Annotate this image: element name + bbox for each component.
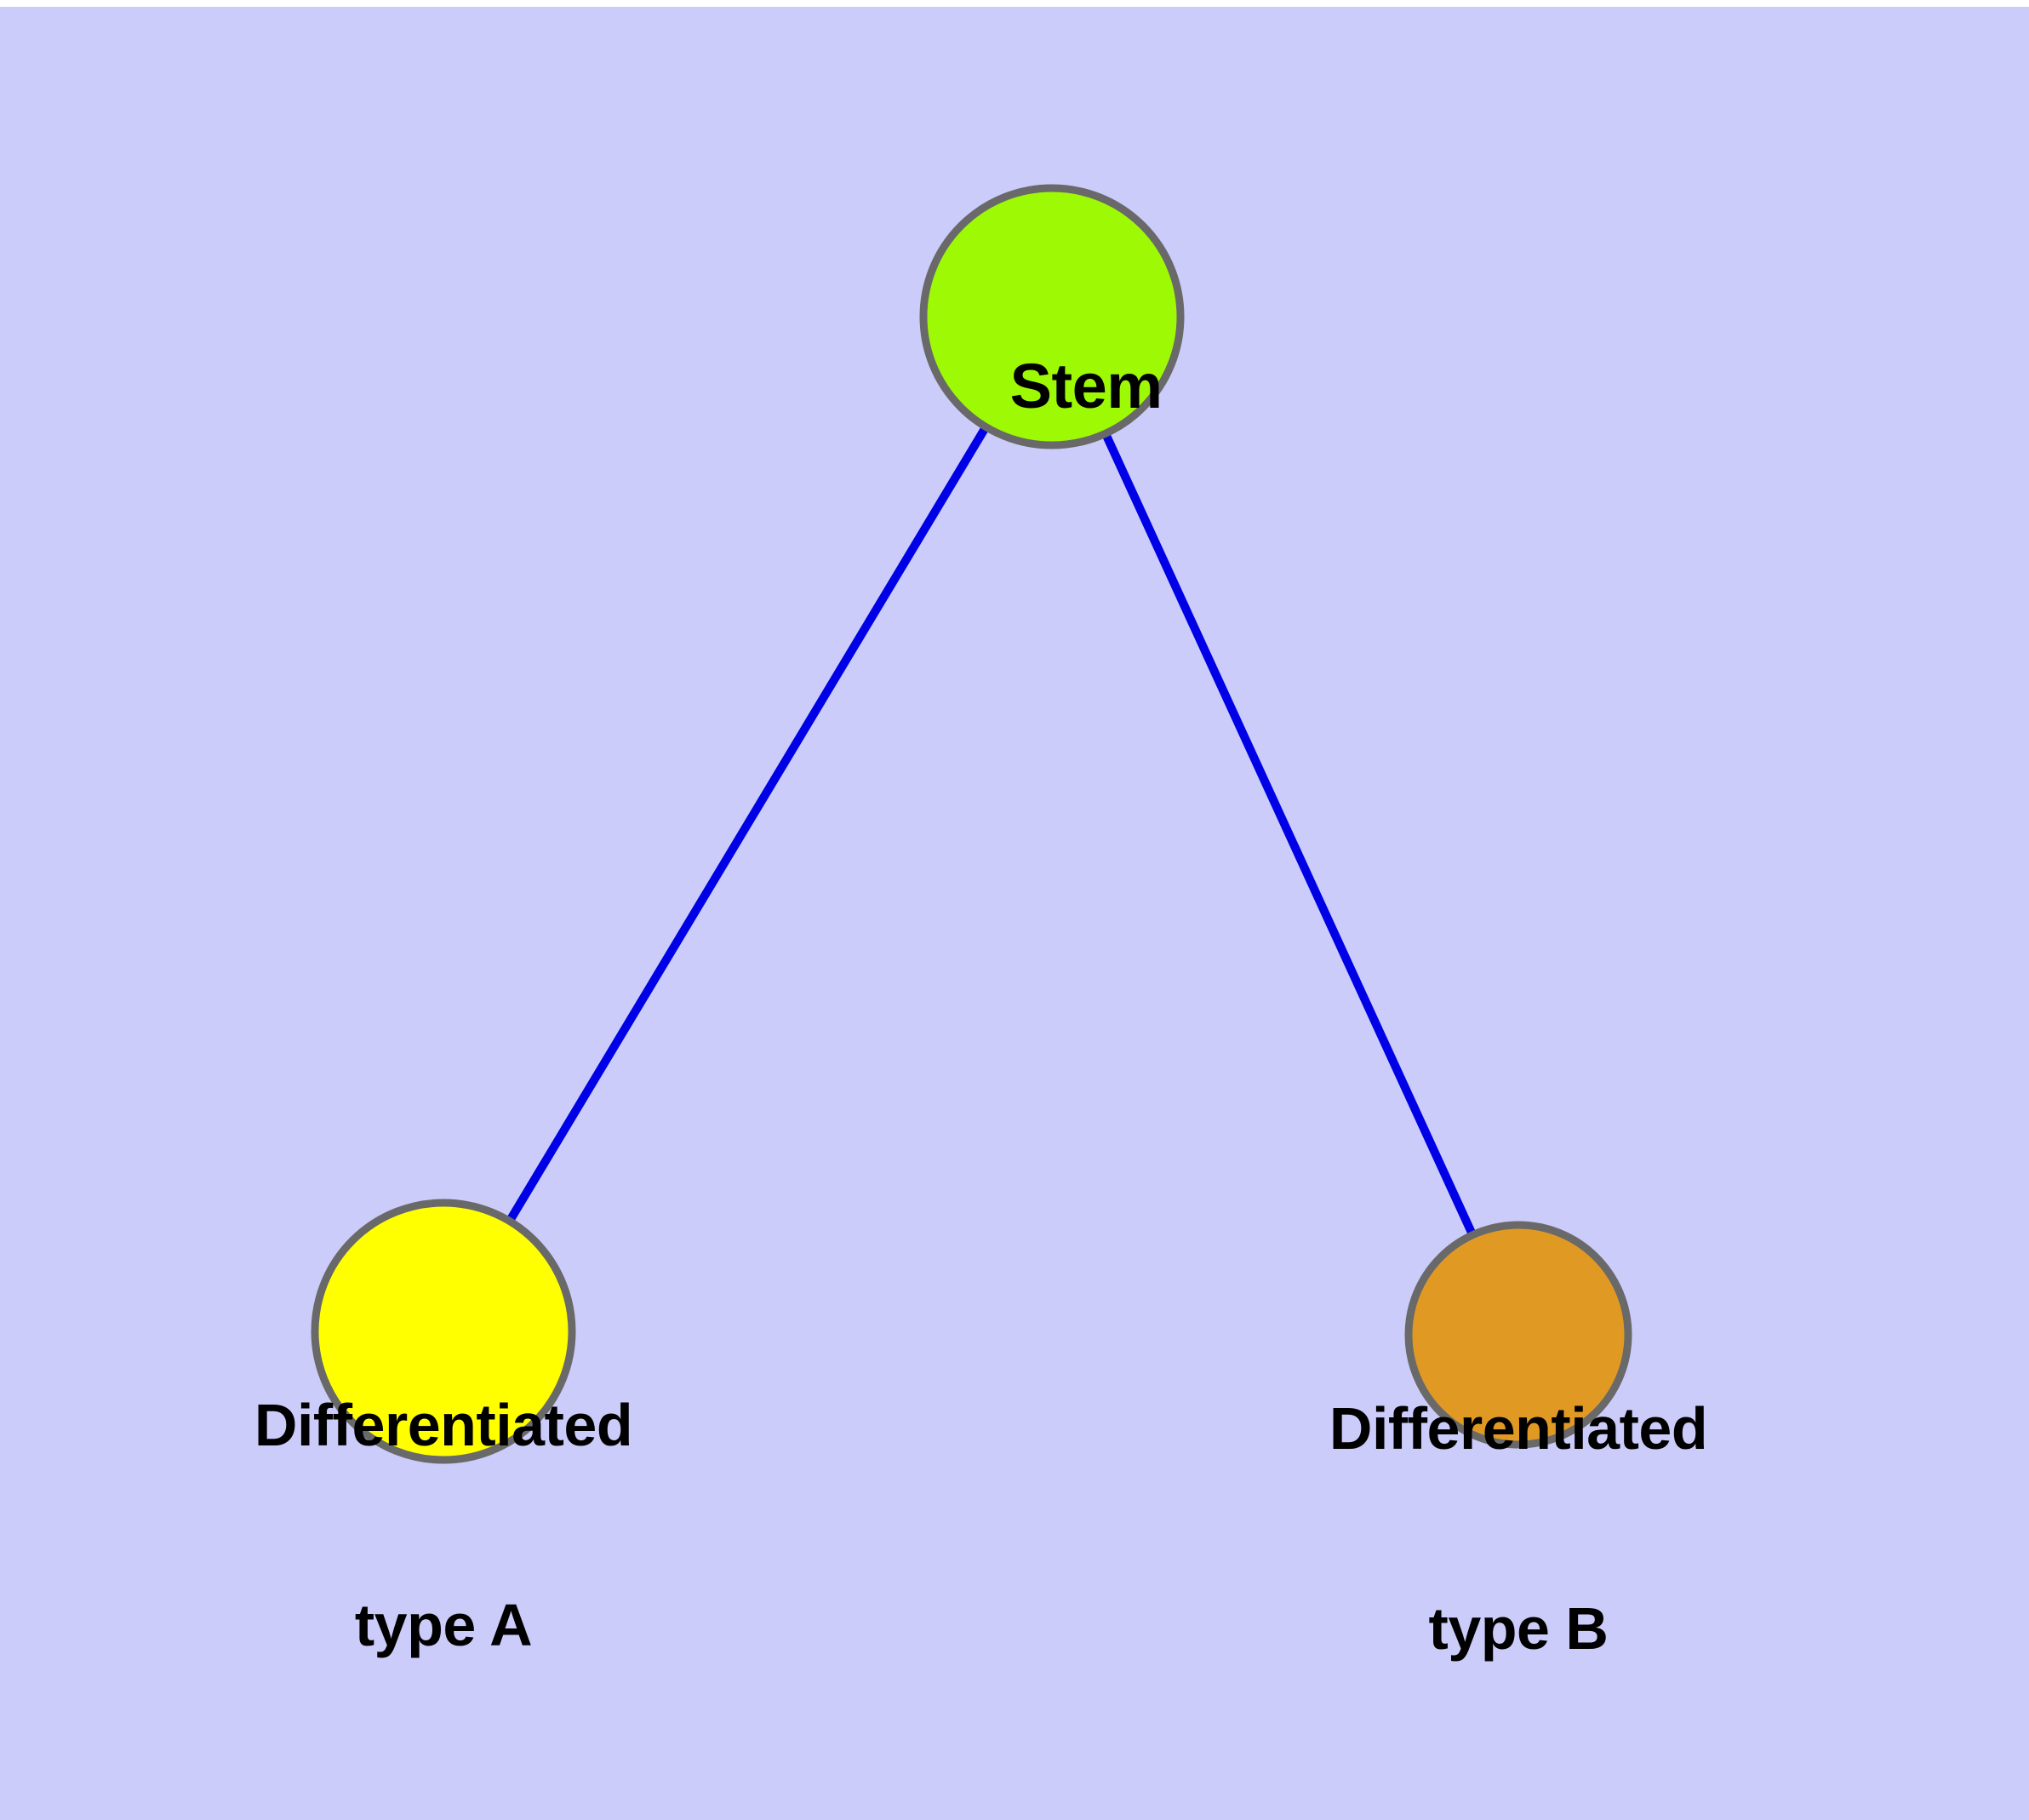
edge-stem-to-diff-b[interactable] <box>1101 432 1477 1237</box>
edge-layer <box>506 424 1477 1237</box>
node-differentiated-type-a[interactable] <box>311 1199 576 1464</box>
node-layer <box>311 184 1632 1464</box>
node-differentiated-type-b[interactable] <box>1404 1221 1632 1449</box>
node-stem[interactable] <box>919 184 1185 449</box>
edge-stem-to-diff-a[interactable] <box>506 424 990 1224</box>
